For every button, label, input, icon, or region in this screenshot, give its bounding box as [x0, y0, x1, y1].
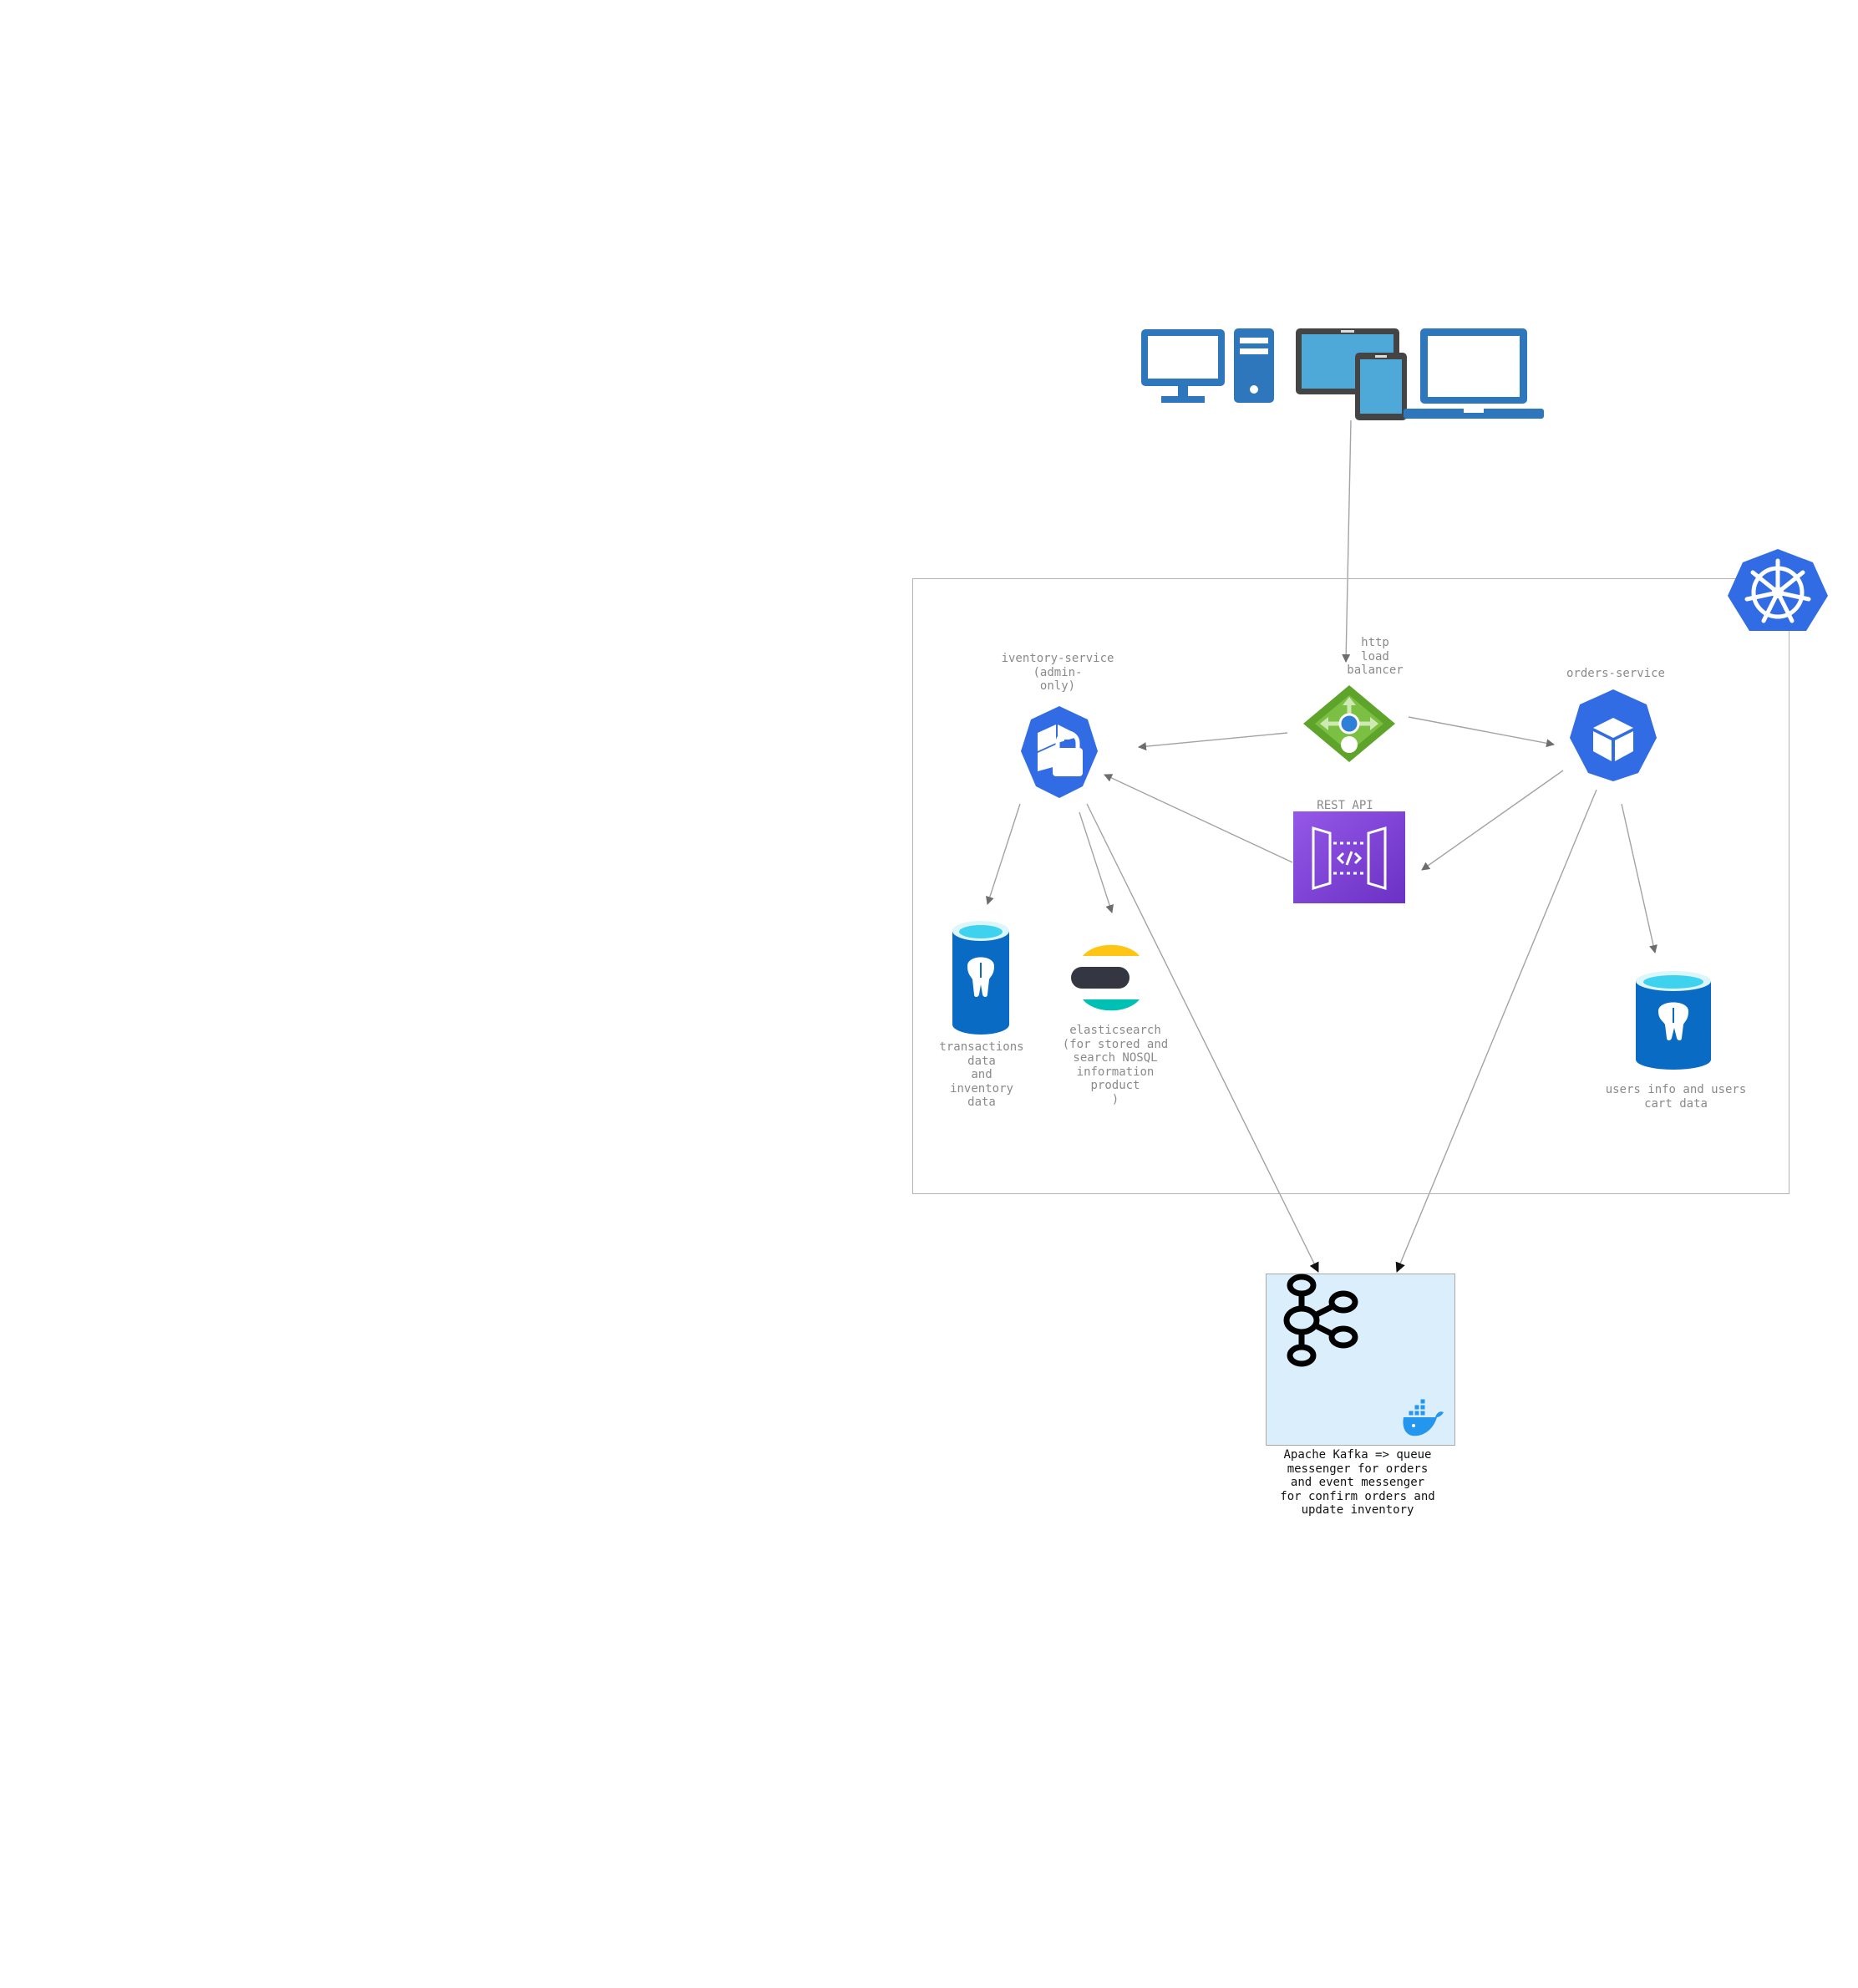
inventory-service-label: iventory-service (admin- only)	[1001, 652, 1114, 693]
kubernetes-icon	[1728, 549, 1828, 631]
edge-lb-to-inventory	[1138, 732, 1288, 751]
rest-api-label: REST API	[1317, 799, 1373, 812]
inventory-db-label: transactions data and inventory data	[939, 1040, 1024, 1109]
docker-icon	[1403, 1398, 1444, 1436]
edge-lb-to-orders	[1408, 716, 1555, 748]
users-db-label: users info and users cart data	[1605, 1083, 1747, 1111]
edge-orders-to-db	[1621, 803, 1657, 953]
kubernetes-cluster-frame	[912, 578, 1789, 1194]
kafka-icon[interactable]	[1278, 1274, 1365, 1367]
kafka-label: Apache Kafka => queue messenger for orde…	[1280, 1448, 1435, 1517]
service-cube-icon[interactable]	[1568, 688, 1658, 783]
laptop-icon	[1404, 328, 1544, 419]
elasticsearch-icon[interactable]	[1071, 936, 1141, 1019]
load-balancer-label: http load balancer	[1347, 636, 1404, 677]
edge-inventory-to-elastic	[1079, 811, 1114, 913]
kafka-container[interactable]	[1266, 1274, 1455, 1446]
postgres-database-icon[interactable]	[1634, 969, 1713, 1071]
edge-inventory-to-db	[986, 803, 1021, 905]
elasticsearch-label: elasticsearch (for stored and search NOS…	[1062, 1024, 1169, 1106]
desktop-icon	[1141, 328, 1274, 403]
postgres-database-icon[interactable]	[951, 919, 1011, 1036]
locked-service-icon[interactable]	[1019, 704, 1099, 800]
edge-clients-to-lb	[1342, 419, 1352, 663]
edge-api-to-inventory	[1104, 774, 1293, 863]
edge-orders-to-api	[1421, 770, 1564, 871]
tablet-phone-icon	[1296, 328, 1407, 420]
orders-service-label: orders-service	[1566, 667, 1665, 680]
load-balancer-icon[interactable]	[1302, 684, 1397, 764]
edge-orders-to-kafka	[1395, 789, 1597, 1273]
api-gateway-icon[interactable]	[1293, 811, 1405, 903]
